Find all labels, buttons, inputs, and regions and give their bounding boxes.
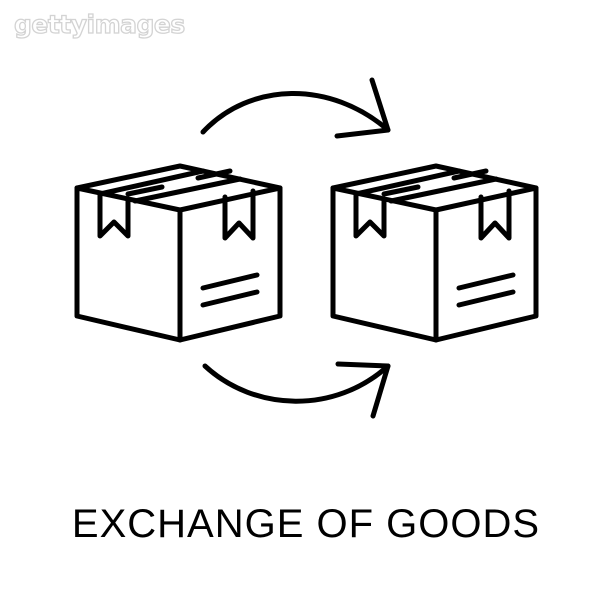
cardboard-box-left-icon <box>74 163 283 343</box>
caption-title: EXCHANGE OF GOODS <box>71 502 541 546</box>
watermark-logo: gettyimages <box>13 9 186 39</box>
cardboard-box-right-icon <box>330 163 539 343</box>
curved-arrow-top-icon <box>200 77 391 139</box>
curved-arrow-bottom-icon <box>202 361 391 419</box>
